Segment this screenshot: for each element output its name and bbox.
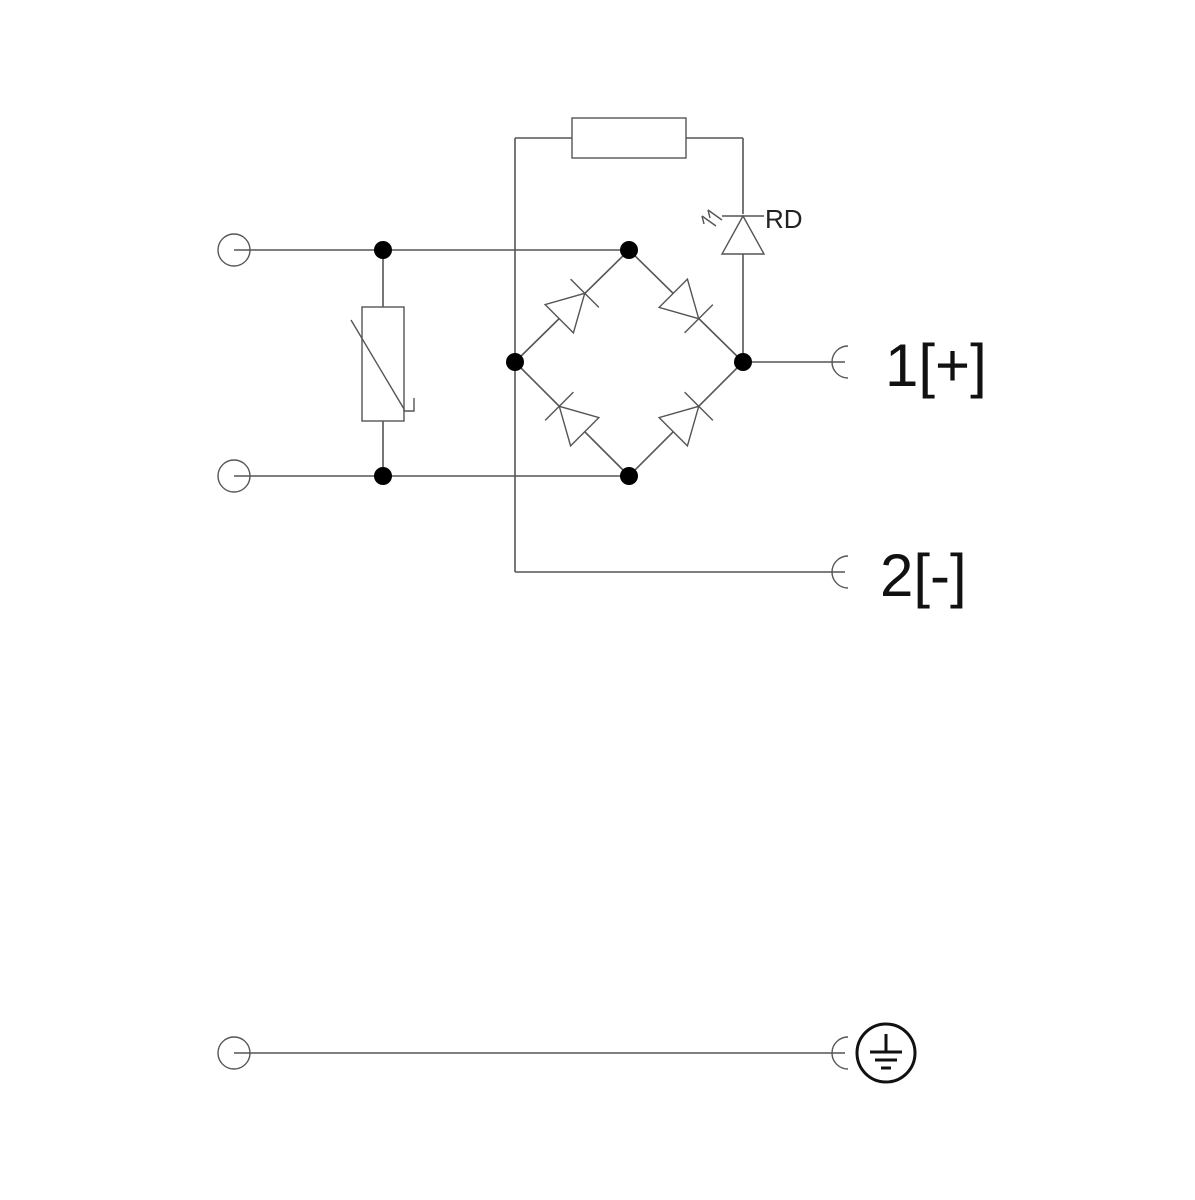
terminal-minus-label: 2[-] xyxy=(880,542,967,609)
led-indicator xyxy=(701,209,766,255)
led-label: RD xyxy=(765,204,803,234)
junction-dot xyxy=(374,467,392,485)
junction-dot xyxy=(374,241,392,259)
protective-earth-icon xyxy=(855,1022,917,1084)
output-terminal-plus xyxy=(831,345,849,379)
junction-dot xyxy=(620,467,638,485)
varistor xyxy=(350,250,415,476)
diode-d1 xyxy=(543,278,600,335)
bridge-rectifier xyxy=(514,249,744,477)
diode-d2 xyxy=(657,277,714,334)
diode-d4 xyxy=(657,391,714,448)
junction-dot xyxy=(734,353,752,371)
output-terminal-minus xyxy=(831,555,849,589)
light-emission-icon xyxy=(701,209,723,227)
diode-d3 xyxy=(544,391,601,448)
series-resistor xyxy=(571,117,687,159)
junction-dot xyxy=(620,241,638,259)
junction-dot xyxy=(506,353,524,371)
terminal-plus-label: 1[+] xyxy=(885,332,987,399)
